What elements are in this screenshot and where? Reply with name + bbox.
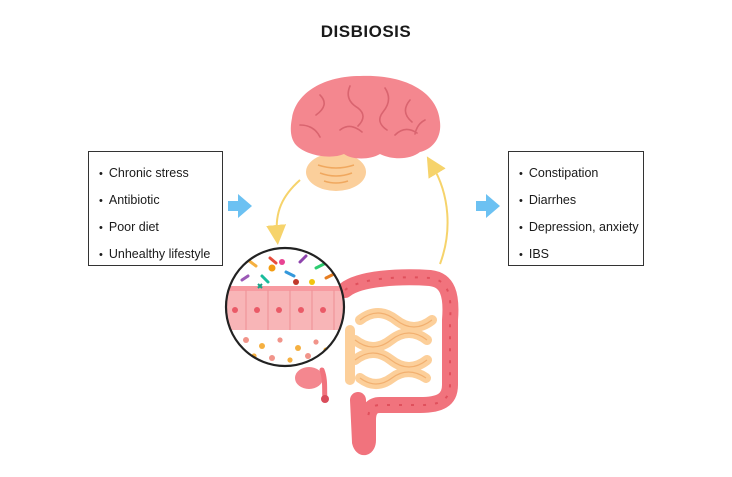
diagram-title: DISBIOSIS — [320, 22, 412, 41]
intestine-icon — [295, 269, 459, 455]
effect-item: Constipation — [519, 160, 643, 187]
cause-item: Unhealthy lifestyle — [99, 241, 222, 268]
gut-microbiome-lens — [224, 246, 346, 368]
cause-item: Antibiotic — [99, 187, 222, 214]
cause-item: Chronic stress — [99, 160, 222, 187]
effect-item: Diarrhes — [519, 187, 643, 214]
causes-box: Chronic stress Antibiotic Poor diet Unhe… — [88, 151, 223, 266]
cycle-arrow-up — [426, 156, 449, 265]
arrow-right-icon — [228, 194, 252, 218]
arrow-right-icon — [476, 194, 500, 218]
effects-box: Constipation Diarrhes Depression, anxiet… — [508, 151, 644, 266]
effect-item: IBS — [519, 241, 643, 268]
brain-icon — [290, 75, 441, 191]
cycle-arrow-down — [266, 179, 301, 245]
cause-item: Poor diet — [99, 214, 222, 241]
effect-item: Depression, anxiety — [519, 214, 643, 241]
